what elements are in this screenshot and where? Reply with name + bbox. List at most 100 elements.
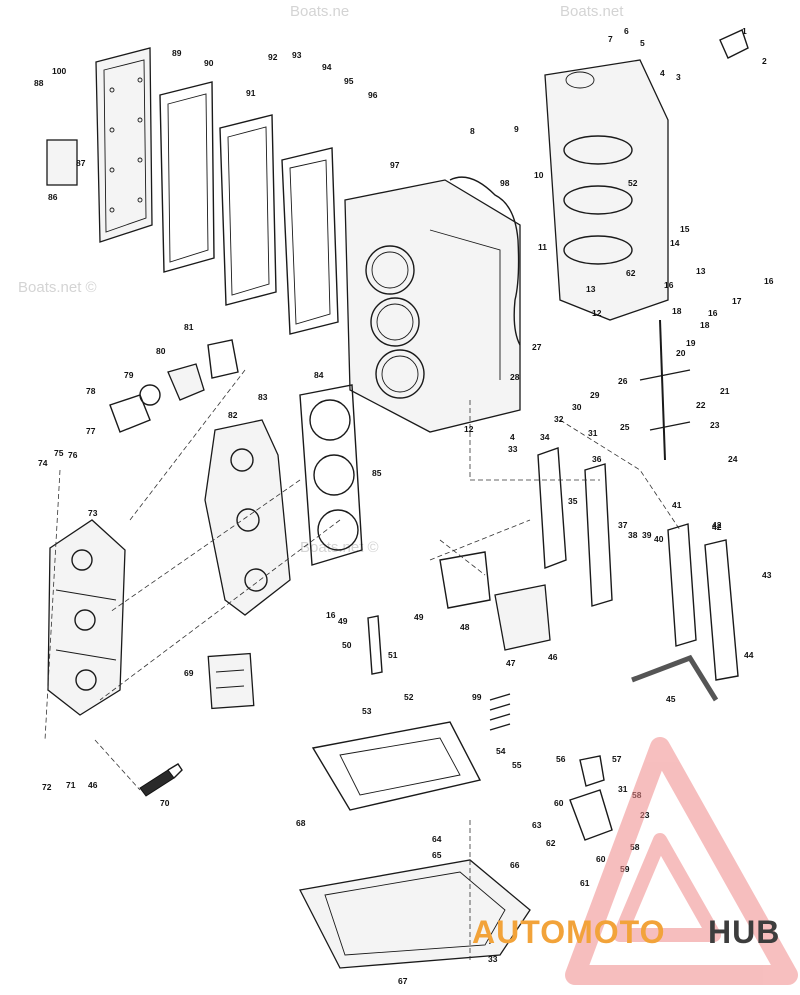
callout-4: 4 <box>660 68 665 78</box>
callout-65: 65 <box>432 850 442 860</box>
callout-48: 48 <box>460 622 470 632</box>
callout-36: 36 <box>592 454 602 464</box>
callout-14: 14 <box>670 238 680 248</box>
hose-45 <box>631 654 719 702</box>
adapter-plate-67 <box>299 859 531 969</box>
callout-4b: 4 <box>510 432 515 442</box>
head-gasket-84 <box>299 384 363 566</box>
callout-56: 56 <box>556 754 566 764</box>
callout-70: 70 <box>160 798 170 808</box>
callout-43: 43 <box>762 570 772 580</box>
reed-plate-86 <box>46 139 78 186</box>
callout-16b: 16 <box>708 308 718 318</box>
callout-20: 20 <box>676 348 686 358</box>
callout-42: 42 <box>712 522 722 532</box>
crankcase-bolt-2 <box>719 29 749 59</box>
intake-gaskets-34-36-42 <box>537 447 739 681</box>
callout-57: 57 <box>612 754 622 764</box>
callout-79: 79 <box>124 370 134 380</box>
callout-78: 78 <box>86 386 96 396</box>
callout-16c: 16 <box>326 610 336 620</box>
callout-49: 49 <box>414 612 424 622</box>
callout-60: 60 <box>554 798 564 808</box>
bracket-50 <box>367 615 383 675</box>
callout-69: 69 <box>184 668 194 678</box>
callout-38: 38 <box>628 530 638 540</box>
thermostat-80 <box>109 339 239 433</box>
callout-62b: 62 <box>626 268 636 278</box>
callout-7b: 7 <box>488 936 493 946</box>
crankcase-3 <box>544 59 669 321</box>
callout-33: 33 <box>508 444 518 454</box>
callout-72: 72 <box>42 782 52 792</box>
automotohub-logo: AUTOMOTO HUB <box>472 737 798 985</box>
callout-52b: 52 <box>628 178 638 188</box>
callout-13: 13 <box>696 266 706 276</box>
logo-triangle-icon <box>565 737 798 985</box>
callout-44: 44 <box>744 650 754 660</box>
callout-24: 24 <box>728 454 738 464</box>
callout-31b: 31 <box>618 784 628 794</box>
callout-53: 53 <box>362 706 372 716</box>
callout-84: 84 <box>314 370 324 380</box>
callout-31: 31 <box>588 428 598 438</box>
callout-96: 96 <box>368 90 378 100</box>
callout-50: 50 <box>342 640 352 650</box>
callout-95: 95 <box>344 76 354 86</box>
callout-55: 55 <box>512 760 522 770</box>
callout-32: 32 <box>554 414 564 424</box>
callout-54: 54 <box>496 746 506 756</box>
cylinder-block-97 <box>344 176 521 433</box>
callout-68: 68 <box>296 818 306 828</box>
callout-37: 37 <box>618 520 628 530</box>
cylinder-head-82 <box>204 419 291 616</box>
callout-2: 2 <box>762 56 767 66</box>
callout-77: 77 <box>86 426 96 436</box>
callout-15: 15 <box>680 224 690 234</box>
callout-35: 35 <box>568 496 578 506</box>
exhaust-cover-89 <box>95 47 153 243</box>
callout-83: 83 <box>258 392 268 402</box>
callout-34: 34 <box>540 432 550 442</box>
callout-87: 87 <box>76 158 86 168</box>
callout-8: 8 <box>470 126 475 136</box>
callout-98: 98 <box>500 178 510 188</box>
callout-42b: 42 <box>712 520 722 530</box>
callout-7: 7 <box>608 34 613 44</box>
callout-23: 23 <box>710 420 720 430</box>
callout-26: 26 <box>618 376 628 386</box>
callout-30: 30 <box>572 402 582 412</box>
callout-90: 90 <box>204 58 214 68</box>
watermark: Boats.net <box>560 3 624 20</box>
callout-82: 82 <box>228 410 238 420</box>
callout-3: 3 <box>676 72 681 82</box>
callout-75: 75 <box>54 448 64 458</box>
callout-12b: 12 <box>464 424 474 434</box>
callout-89: 89 <box>172 48 182 58</box>
callout-93: 93 <box>292 50 302 60</box>
clips-99 <box>489 693 511 731</box>
tag-69 <box>207 652 255 710</box>
callout-51: 51 <box>388 650 398 660</box>
callout-100: 100 <box>52 66 66 76</box>
gasket-90 <box>159 81 215 273</box>
spark-plug-70 <box>139 763 183 797</box>
callout-73: 73 <box>88 508 98 518</box>
callout-13b: 13 <box>586 284 596 294</box>
callout-17: 17 <box>732 296 742 306</box>
linkage-19-20 <box>639 319 691 461</box>
callout-22: 22 <box>696 400 706 410</box>
callout-76: 76 <box>68 450 78 460</box>
callout-60b: 60 <box>596 854 606 864</box>
adapter-gasket-53 <box>311 721 482 811</box>
callout-40: 40 <box>654 534 664 544</box>
callout-33b: 33 <box>488 954 498 964</box>
callout-labels: 1 2 3 4 5 6 7 8 9 10 11 12 13 14 15 16 1… <box>34 26 774 986</box>
callout-52: 52 <box>404 692 414 702</box>
callout-19: 19 <box>686 338 696 348</box>
callout-25: 25 <box>620 422 630 432</box>
callout-81: 81 <box>184 322 194 332</box>
callout-18b: 18 <box>672 306 682 316</box>
callout-12: 12 <box>592 308 602 318</box>
callout-41: 41 <box>672 500 682 510</box>
